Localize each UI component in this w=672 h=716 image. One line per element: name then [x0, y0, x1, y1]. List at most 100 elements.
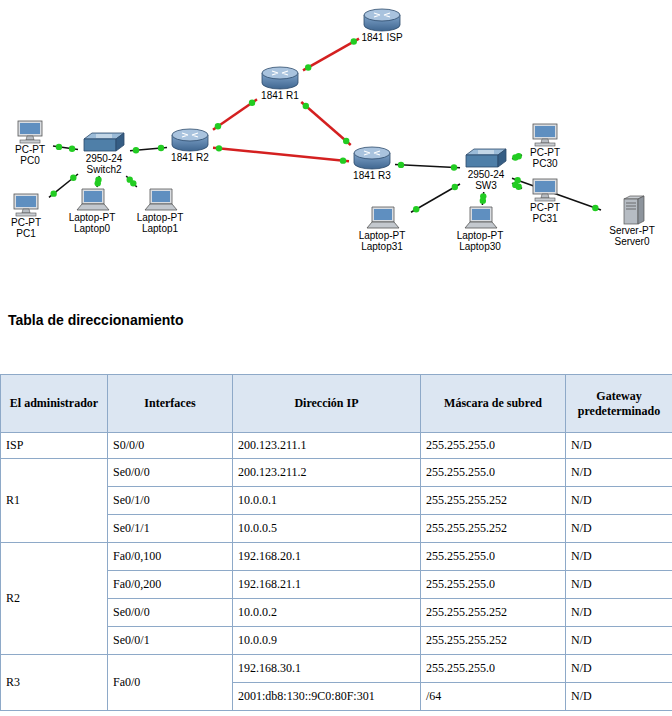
link-light [340, 157, 346, 163]
link-light [133, 147, 139, 153]
table-cell: 255.255.255.252 [420, 514, 566, 543]
table-cell: Se0/1/1 [107, 514, 233, 543]
device-label: 1841 R2 [168, 152, 212, 163]
device-label: Laptop-PT Laptop30 [452, 230, 508, 252]
table-cell: Fa0/0 [107, 654, 233, 711]
router-shape [172, 129, 208, 151]
laptop-shape [465, 207, 497, 228]
device-label: PC-PT PC30 [523, 147, 567, 169]
link-light [69, 145, 75, 151]
pc-shape [14, 194, 38, 216]
ethernet-link [395, 165, 460, 168]
router-icon [170, 128, 210, 152]
pc-device: PC-PT PC1 [4, 193, 48, 239]
laptop-icon [142, 188, 178, 212]
laptop-device: Laptop-PT Laptop1 [132, 188, 188, 234]
table-cell: 255.255.255.252 [420, 486, 566, 515]
table-cell: N/D [565, 570, 672, 599]
laptop-device: Laptop-PT Laptop31 [354, 206, 410, 252]
device-label: Laptop-PT Laptop0 [64, 212, 120, 234]
pc-shape [18, 121, 42, 143]
link-light [56, 144, 62, 150]
table-cell: 192.168.30.1 [232, 654, 421, 683]
table-cell: 255.255.255.0 [420, 570, 566, 599]
switch-icon [82, 131, 126, 153]
link-light [351, 38, 357, 44]
pc-device: PC-PT PC31 [523, 178, 567, 224]
table-cell: N/D [565, 682, 672, 711]
node-layer: 1841 ISP1841 R11841 R21841 R32950-24 Swi… [0, 0, 672, 300]
table-cell: 192.168.21.1 [232, 570, 421, 599]
table-cell: 255.255.255.0 [420, 458, 566, 487]
heading: Tabla de direccionamiento [8, 312, 184, 328]
laptop-icon [462, 206, 498, 230]
link-light [303, 103, 309, 109]
table-cell: 200.123.211.2 [232, 458, 421, 487]
device-label: PC-PT PC0 [8, 144, 52, 166]
link-light [515, 184, 521, 190]
table-header: Gateway predeterminado [565, 374, 672, 433]
laptop-shape [77, 189, 109, 210]
router-shape [354, 147, 390, 169]
serial-link [303, 39, 359, 71]
table-header: Dirección IP [232, 374, 421, 433]
table-cell: N/D [565, 598, 672, 627]
pc-shape [533, 179, 557, 201]
device-label: Laptop-PT Laptop1 [132, 212, 188, 234]
device-label: 2950-24 Switch2 [79, 153, 129, 175]
serial-link [213, 148, 349, 161]
router-icon [362, 8, 402, 32]
link-light [95, 180, 101, 186]
table-cell: ISP [0, 432, 108, 459]
device-label: 1841 R1 [258, 90, 302, 101]
table-cell: 255.255.255.0 [420, 654, 566, 683]
server-shape [624, 196, 644, 224]
device-label: PC-PT PC1 [4, 217, 48, 239]
table-header: Interfaces [107, 374, 233, 433]
laptop-shape [367, 207, 399, 228]
table-cell: N/D [565, 486, 672, 515]
link-light [215, 123, 221, 129]
link-light [343, 138, 349, 144]
link-light [216, 145, 222, 151]
link-light [398, 162, 404, 168]
router-shape [262, 67, 298, 89]
table-cell: N/D [565, 626, 672, 655]
link-light [130, 180, 136, 186]
router-device: 1841 R1 [258, 66, 302, 101]
table-cell: /64 [420, 682, 566, 711]
table-cell: 192.168.20.1 [232, 542, 421, 571]
switch-device: 2950-24 Switch2 [79, 131, 129, 175]
table-cell: 10.0.0.1 [232, 486, 421, 515]
table-cell: 255.255.255.0 [420, 542, 566, 571]
table-cell: 255.255.255.0 [420, 432, 566, 459]
server-device: Server-PT Server0 [602, 195, 662, 247]
pc-icon [12, 120, 48, 144]
ethernet-link [411, 184, 460, 212]
pc-icon [527, 178, 563, 202]
pc-icon [8, 193, 44, 217]
pc-device: PC-PT PC30 [523, 123, 567, 169]
serial-link [301, 102, 350, 145]
link-light [451, 164, 457, 170]
table-cell: Se0/1/0 [107, 486, 233, 515]
switch-device: 2950-24 SW3 [461, 147, 511, 191]
pc-shape [533, 124, 557, 146]
table-cell: Fa0/0,100 [107, 542, 233, 571]
table-cell: 10.0.0.2 [232, 598, 421, 627]
table-header: Máscara de subred [420, 374, 566, 433]
laptop-device: Laptop-PT Laptop30 [452, 206, 508, 252]
link-light [515, 153, 521, 159]
device-label: PC-PT PC31 [523, 202, 567, 224]
link-light [592, 205, 598, 211]
server-icon [614, 195, 650, 225]
router-shape [364, 9, 400, 31]
device-label: 1841 R3 [350, 170, 394, 181]
table-cell: Se0/0/1 [107, 626, 233, 655]
table-cell: Fa0/0,200 [107, 570, 233, 599]
table-cell: N/D [565, 542, 672, 571]
link-light [514, 177, 520, 183]
table-header: El administrador [0, 374, 108, 433]
laptop-shape [145, 189, 177, 210]
table-cell: N/D [565, 458, 672, 487]
